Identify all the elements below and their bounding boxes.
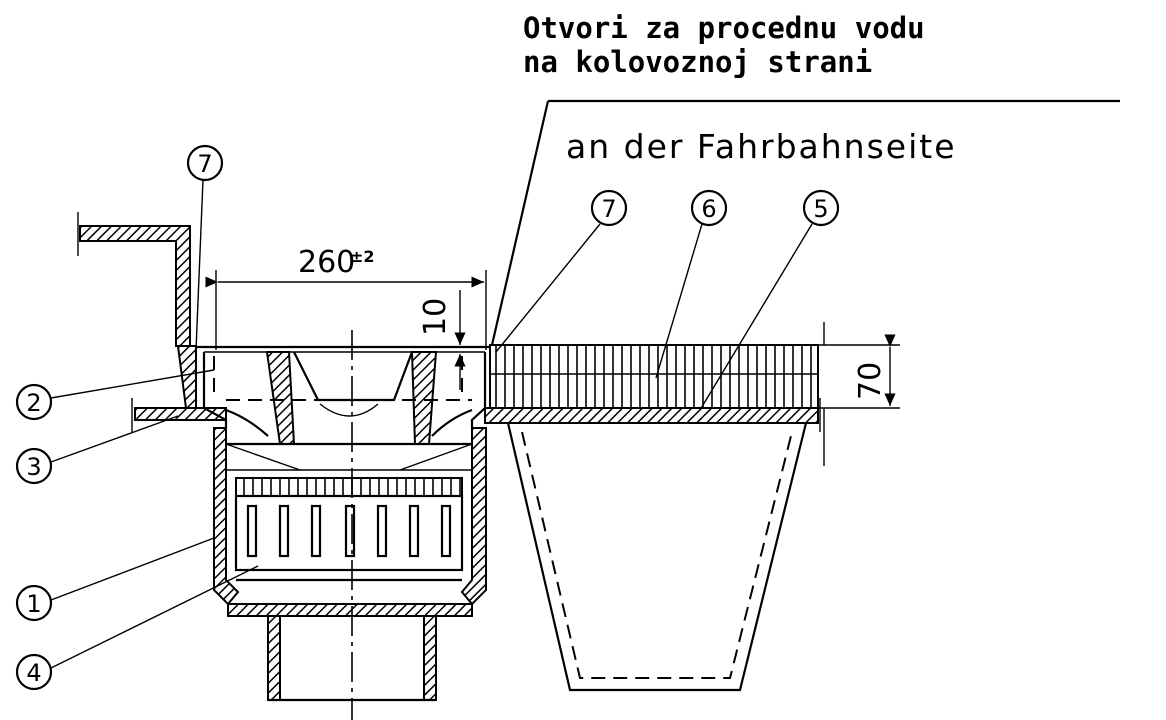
- dim-70-value: 70: [853, 362, 888, 400]
- callout-7-right: [590, 189, 628, 227]
- callout-2-label: 2: [26, 389, 41, 417]
- callout-3: [15, 447, 53, 485]
- trough-outer: [506, 422, 808, 692]
- basket-rim: [235, 477, 463, 497]
- callout-6-label: 6: [701, 195, 716, 223]
- callout-3-label: 3: [26, 453, 41, 481]
- callout-5-leader: [699, 223, 813, 411]
- callout-6: [690, 189, 728, 227]
- dim-10-value: 10: [418, 298, 453, 336]
- bottom-flange: [227, 603, 473, 617]
- callout-4-leader: [50, 565, 259, 669]
- funnel-left: [225, 443, 301, 471]
- callout-1-leader: [50, 537, 215, 601]
- deck-slab-right: [484, 407, 819, 424]
- dim-260-value: 260: [298, 245, 355, 280]
- frame-dome-right: [431, 408, 473, 437]
- title-leader: [490, 100, 550, 346]
- subtitle: an der Fahrbahnseite: [566, 127, 957, 166]
- callout-7-right-leader: [495, 223, 601, 353]
- callout-4-label: 4: [26, 659, 41, 687]
- grate-cone-right: [410, 351, 438, 445]
- grate-bowl: [319, 403, 379, 417]
- callout-7-right-label: 7: [601, 195, 616, 223]
- callout-2: [15, 383, 53, 421]
- callout-5-label: 5: [813, 195, 828, 223]
- outlet-pipe-right: [423, 615, 437, 701]
- title-line-2: na kolovoznoj strani: [523, 45, 872, 79]
- callout-7-left-leader: [195, 179, 204, 351]
- callout-7-left-label: 7: [197, 150, 212, 178]
- title-line-1: Otvori za procednu vodu: [523, 11, 925, 45]
- curb-top-hatch: [79, 225, 191, 347]
- deck-slab-left: [134, 407, 227, 421]
- frame-right: [470, 352, 487, 428]
- frame-dome-left: [225, 408, 269, 437]
- funnel-right: [399, 443, 473, 471]
- grate-inner: [293, 351, 414, 402]
- callout-3-leader: [50, 415, 179, 463]
- basket-slots: [246, 504, 452, 558]
- body-wall-left: [213, 427, 240, 606]
- callout-5: [802, 189, 840, 227]
- callout-1: [15, 584, 53, 622]
- dim-260-tol: ±2: [350, 247, 375, 266]
- callout-4: [15, 653, 53, 691]
- grate-cone-left: [265, 351, 296, 445]
- trough-inner: [521, 431, 793, 679]
- callout-2-leader: [50, 369, 215, 399]
- basket-body: [234, 494, 464, 572]
- left-insert: [176, 345, 197, 409]
- pavement-layer: [489, 344, 819, 409]
- outlet-pipe-left: [267, 615, 281, 701]
- frame-left: [202, 352, 228, 428]
- callout-1-label: 1: [26, 590, 41, 618]
- callout-6-leader: [655, 223, 703, 379]
- body-wall-right: [460, 427, 487, 606]
- callout-7-left: [186, 144, 224, 182]
